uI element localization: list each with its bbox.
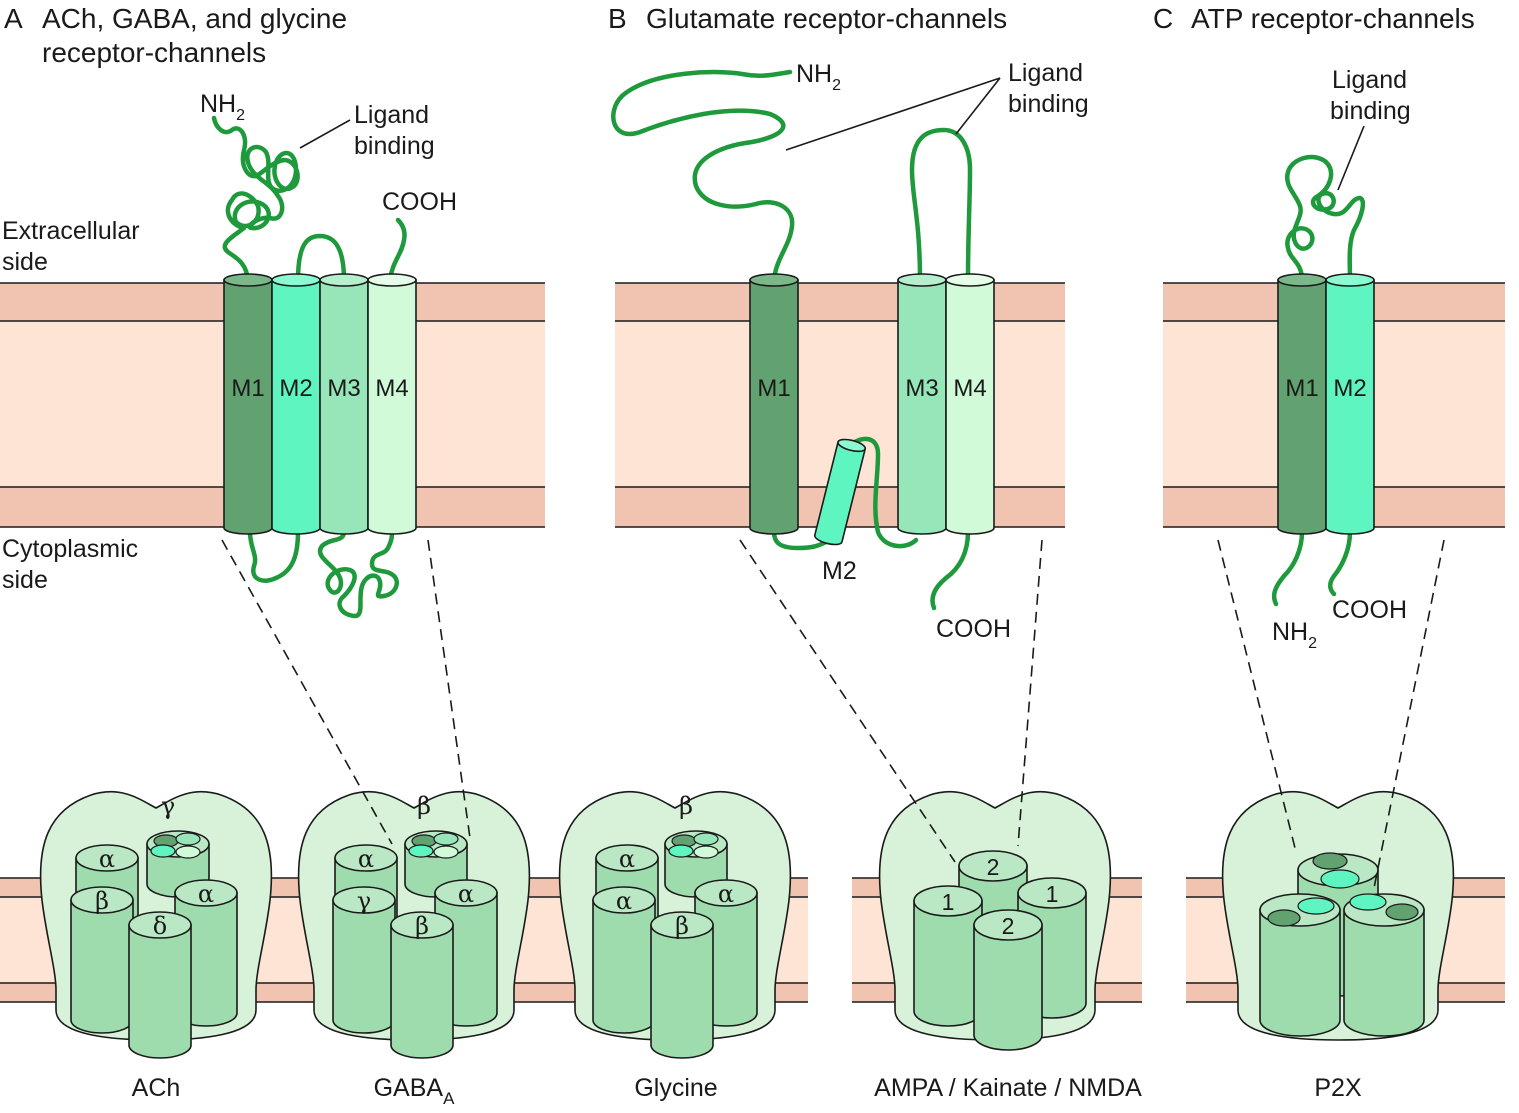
helix-b-m2 (814, 438, 867, 546)
panel-a-title-line1: ACh, GABA, and glycine (42, 3, 347, 34)
panel-a-title-line2: receptor-channels (42, 37, 266, 68)
panel-a-ligand-line2: binding (354, 132, 435, 160)
receptor-p2x: P2X (1221, 790, 1455, 1102)
panel-c-ligand-line1: Ligand (1332, 66, 1407, 94)
panel-a-ligand-leader (299, 119, 351, 149)
panel-b-nh2-label: NH2 (796, 60, 841, 94)
panel-b-ligand-loop (909, 127, 973, 283)
panel-c-letter: C (1153, 3, 1173, 34)
helix-a-m1: M1 (223, 273, 273, 535)
panel-b-ligand-leader-left (785, 77, 1001, 151)
panel-b-m2m3-loop (849, 436, 919, 549)
receptor-gaba-subunit-2: α (458, 880, 474, 908)
helix-a-m2: M2 (271, 273, 321, 535)
panel-b-ligand-line1: Ligand (1008, 59, 1083, 87)
panel-a-cooh-label: COOH (382, 188, 457, 216)
panel-b-m2-label: M2 (822, 557, 857, 585)
panel-a-m2m3-loop (295, 233, 347, 283)
helix-a-m4-label: M4 (375, 375, 408, 402)
helix-c-m1-label: M1 (1285, 375, 1318, 402)
panel-c-ligand-leader (1337, 125, 1365, 191)
receptor-ach-subunit-4: δ (153, 912, 167, 940)
panel-c-title: ATP receptor-channels (1191, 3, 1475, 34)
receptor-ach-subunit-3: β (95, 887, 109, 915)
receptor-glycine-subunit-2: α (718, 880, 734, 908)
panel-a-m1m2-loop (247, 529, 301, 583)
panel-a-cooh-tail (387, 217, 407, 283)
panel-b-ligand-line2: binding (1008, 90, 1089, 118)
helix-a-m3-label: M3 (327, 375, 360, 402)
receptor-gaba-label: GABAA (374, 1074, 455, 1108)
panel-a-nh2-label: NH2 (200, 90, 245, 124)
panel-b-cooh-label: COOH (936, 615, 1011, 643)
panel-c: C ATP receptor-channels M1 M2 Ligand bin… (1153, 3, 1505, 652)
receptor-gaba: β α α γ β GABAA (297, 790, 531, 1108)
receptor-glutamate-subunit-2: 1 (942, 889, 955, 915)
receptor-ach-label: ACh (132, 1074, 181, 1102)
panel-c-ligand-line2: binding (1330, 97, 1411, 125)
panel-b-ligand-leader-right (955, 77, 1001, 135)
panel-a: A ACh, GABA, and glycine receptor-channe… (0, 3, 545, 619)
helix-c-m2: M2 (1325, 273, 1375, 535)
receptor-glycine: β α α α β Glycine (558, 790, 792, 1102)
receptor-p2x-label: P2X (1314, 1074, 1362, 1102)
helix-b-m4: M4 (945, 273, 995, 535)
receptor-glutamate-label: AMPA / Kainate / NMDA (874, 1074, 1142, 1102)
panel-b-nh2-loop (611, 69, 795, 283)
receptor-glycine-subunit-4: β (675, 912, 689, 940)
panel-a-letter: A (4, 3, 23, 34)
receptor-ach: γ α α β δ ACh (39, 790, 273, 1102)
receptor-gaba-subunit-4: β (415, 912, 429, 940)
panel-c-ligand-loop (1284, 154, 1366, 283)
receptor-ach-subunit-2: α (198, 880, 214, 908)
helix-a-m2-label: M2 (279, 375, 312, 402)
helix-b-m3-label: M3 (905, 375, 938, 402)
helix-a-m3: M3 (319, 273, 369, 535)
panel-b-cooh-tail (930, 529, 971, 611)
receptor-ach-top-label: γ (161, 792, 175, 820)
receptor-gaba-subunit-3: γ (357, 887, 371, 915)
helix-a-m1-label: M1 (231, 375, 264, 402)
projection-lines (221, 539, 1445, 889)
receptor-glycine-top-label: β (679, 792, 693, 820)
receptor-glycine-subunit-1: α (619, 845, 635, 873)
panel-c-cooh-label: COOH (1332, 596, 1407, 624)
extracellular-label-line1: Extracellular (2, 217, 140, 245)
panel-c-nh2-label: NH2 (1272, 618, 1317, 652)
panel-a-nh2-loop (211, 115, 300, 283)
receptor-glutamate-subunit-4: 2 (1002, 913, 1015, 939)
panel-b-letter: B (608, 3, 627, 34)
panel-a-ligand-line1: Ligand (354, 101, 429, 129)
cytoplasmic-label-line2: side (2, 566, 48, 594)
receptor-glutamate-subunit-1: 2 (987, 854, 1000, 880)
receptor-ach-subunit-1: α (99, 845, 115, 873)
extracellular-label-line2: side (2, 248, 48, 276)
panel-c-nh2-tail (1271, 529, 1305, 607)
panel-a-m3m4-loop (317, 529, 399, 619)
receptor-glycine-subunit-3: α (616, 887, 632, 915)
receptor-glutamate: 2 1 1 2 AMPA / Kainate / NMDA (874, 790, 1142, 1102)
helix-c-m2-label: M2 (1333, 375, 1366, 402)
receptor-glutamate-subunit-3: 1 (1046, 881, 1059, 907)
panel-b-title: Glutamate receptor-channels (646, 3, 1007, 34)
helix-b-m1-label: M1 (757, 375, 790, 402)
helix-b-m4-label: M4 (953, 375, 986, 402)
panel-b: B Glutamate receptor-channels M1 (608, 3, 1089, 643)
helix-c-m1: M1 (1277, 273, 1327, 535)
receptor-glycine-label: Glycine (634, 1074, 717, 1102)
receptor-gaba-subunit-1: α (358, 845, 374, 873)
cytoplasmic-label-line1: Cytoplasmic (2, 535, 138, 563)
helix-a-m4: M4 (367, 273, 417, 535)
receptor-gaba-top-label: β (417, 792, 431, 820)
panel-c-cooh-tail (1328, 529, 1353, 597)
helix-b-m3: M3 (897, 273, 947, 535)
panel-b-m1m2-loop (771, 529, 829, 551)
helix-b-m1: M1 (749, 273, 799, 535)
